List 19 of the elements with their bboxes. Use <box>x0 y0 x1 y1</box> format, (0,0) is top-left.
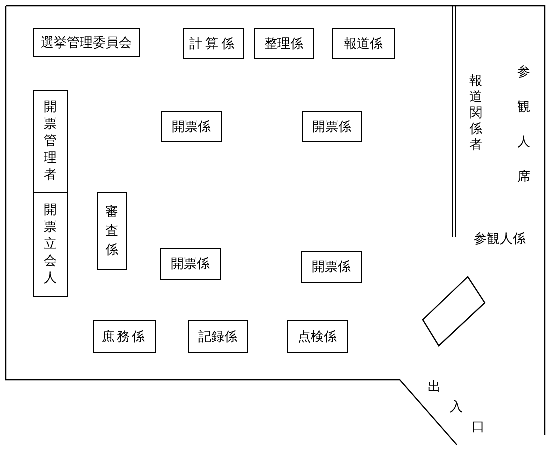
role-box: 審査係 <box>97 192 127 270</box>
role-box: 記録係 <box>188 320 248 353</box>
role-box: 計算係 <box>183 28 244 59</box>
role-box: 開票係 <box>160 248 221 280</box>
role-box: 庶務係 <box>93 320 156 353</box>
role-box: 開票管理者 <box>33 90 68 193</box>
area-label: 報道関係者 <box>469 74 483 154</box>
role-box: 選挙管理委員会 <box>33 28 140 57</box>
role-box: 整理係 <box>254 28 314 59</box>
area-label: 参観人席 <box>517 64 531 187</box>
desk <box>422 276 486 347</box>
role-box: 点検係 <box>287 320 348 353</box>
role-box: 開票係 <box>301 251 362 283</box>
area-label: 参観人係 <box>474 231 526 248</box>
role-box: 開票立会人 <box>33 192 68 297</box>
role-box: 報道係 <box>332 28 395 59</box>
area-label: 出入口 <box>428 379 486 437</box>
role-box: 開票係 <box>302 111 362 142</box>
role-box: 開票係 <box>161 111 222 142</box>
